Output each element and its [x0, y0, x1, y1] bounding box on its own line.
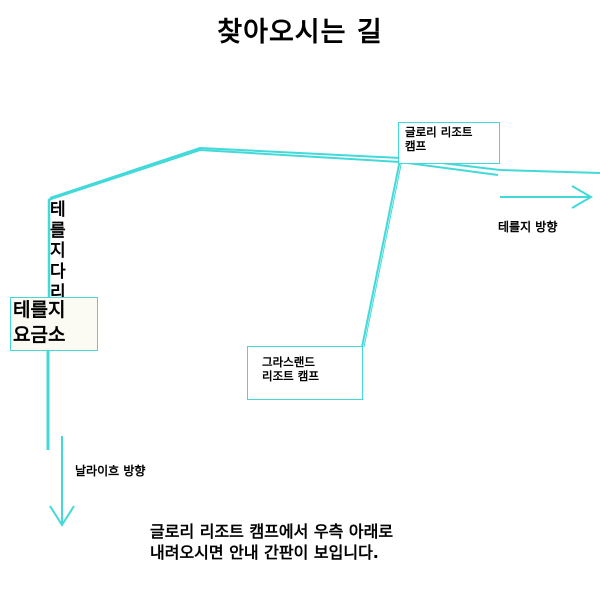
road-to-grassland	[361, 159, 401, 348]
direction-note: 글로리 리조트 캠프에서 우측 아래로 내려오시면 안내 간판이 보입니다.	[150, 522, 580, 564]
tollgate-name: 테를지	[13, 299, 66, 321]
bridge-char: 지	[50, 241, 66, 262]
road-to-teleulji	[47, 148, 499, 201]
teleulji-tollgate-label: 테를지 요금소	[10, 297, 98, 351]
glory-resort-camp: 캠프	[405, 138, 427, 153]
arrow-down-icon	[49, 436, 75, 527]
nalaiho-direction-label: 날라이흐 방향	[75, 464, 146, 478]
arrow-right-icon	[500, 185, 593, 209]
bridge-char: 다	[50, 262, 66, 283]
main-road	[47, 146, 600, 201]
tollgate-type: 요금소	[13, 323, 66, 346]
glory-resort-camp-label: 글로리 리조트 캠프	[398, 122, 500, 164]
bridge-char: 테	[50, 200, 66, 220]
teleulji-direction-label: 테를지 방향	[498, 220, 558, 234]
road-to-grassland-edge	[363, 159, 403, 348]
grassland-resort-name: 그라스랜드	[262, 355, 315, 369]
grassland-resort-camp: 리조트 캠프	[262, 368, 319, 383]
direction-note-line2: 내려오시면 안내 간판이 보입니다.	[150, 542, 379, 562]
grassland-resort-camp-label: 그라스랜드 리조트 캠프	[247, 346, 363, 400]
glory-resort-name: 글로리 리조트	[405, 125, 473, 139]
direction-note-line1: 글로리 리조트 캠프에서 우측 아래로	[150, 522, 394, 541]
bridge-char: 를	[50, 220, 66, 241]
teleulji-bridge-label: 테 를 지 다 리	[50, 200, 72, 304]
map-title: 찾아오시는 길	[217, 17, 383, 48]
